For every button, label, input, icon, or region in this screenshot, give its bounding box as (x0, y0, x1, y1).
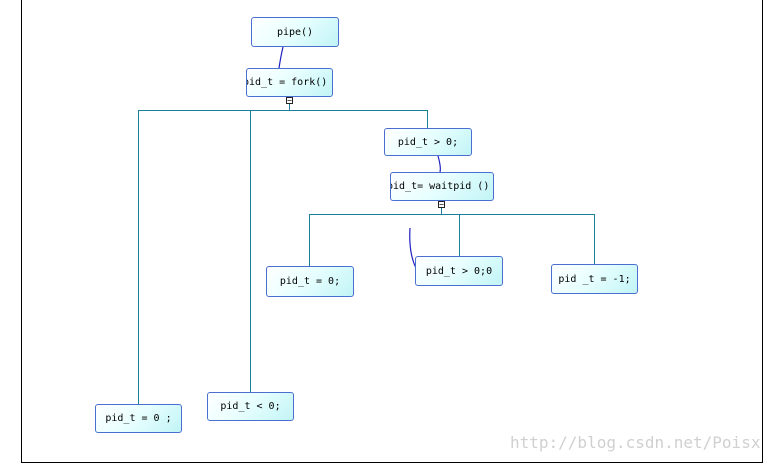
page-border-left (21, 0, 22, 463)
parent-branch-node-label: pid_t > 0; (397, 136, 459, 148)
branch-to-wait-error (594, 214, 595, 264)
waitpid-node[interactable]: pid_t= waitpid () (390, 172, 494, 201)
wait-zero-node[interactable]: pid_t = 0; (266, 266, 354, 297)
waitpid-node-label: pid_t= waitpid () (390, 181, 490, 192)
page-border-right (762, 0, 763, 463)
branch-to-fork-error (250, 110, 251, 392)
wait-positive-node[interactable]: pid_t > 0;0 (415, 256, 503, 286)
wait-error-node-label: pid _t = -1; (558, 273, 631, 285)
branch-to-child (138, 110, 139, 404)
watermark: http://blog.csdn.net/Poisx (510, 433, 761, 452)
pipe-node-label: pipe() (276, 26, 314, 38)
waitpid-branch-bar (309, 214, 595, 215)
wait-zero-node-label: pid_t = 0; (279, 276, 341, 287)
parent-branch-node[interactable]: pid_t > 0; (384, 128, 472, 156)
branch-to-wait-zero (309, 214, 310, 266)
branch-to-wait-positive (459, 214, 460, 256)
child-node-label: pid_t = 0 ; (105, 413, 172, 424)
fork-collapse-toggle[interactable]: − (286, 96, 293, 105)
parent-to-waitpid-link (437, 155, 441, 173)
pipe-to-fork-link (278, 46, 284, 69)
pipe-node[interactable]: pipe() (251, 17, 339, 47)
fork-branch-bar (138, 110, 428, 111)
fork-node[interactable]: pid_t = fork() (246, 68, 333, 97)
wait-positive-node-label: pid_t > 0;0 (425, 265, 493, 277)
fork-error-node[interactable]: pid_t < 0; (207, 392, 294, 421)
branch-to-parent (427, 110, 428, 128)
child-node[interactable]: pid_t = 0 ; (95, 404, 182, 433)
wait-positive-link (409, 227, 417, 269)
fork-error-node-label: pid_t < 0; (220, 401, 281, 412)
waitpid-stem (441, 208, 442, 214)
waitpid-collapse-toggle[interactable]: − (438, 200, 445, 209)
fork-node-label: pid_t = fork() (246, 77, 328, 88)
wait-error-node[interactable]: pid _t = -1; (551, 264, 638, 294)
